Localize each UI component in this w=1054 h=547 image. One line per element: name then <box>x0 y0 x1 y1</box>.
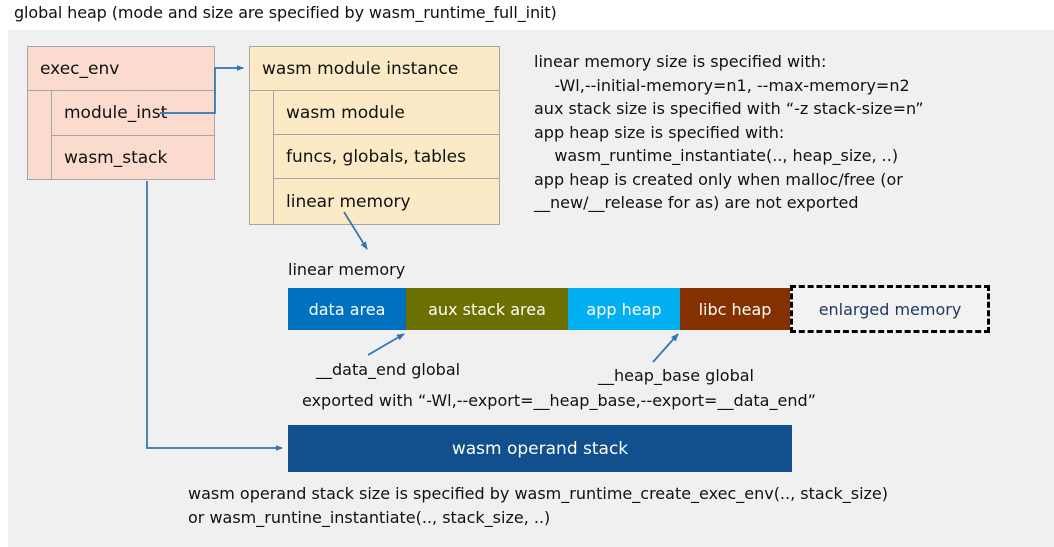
wasm-operand-stack-box: wasm operand stack <box>288 425 792 472</box>
module-instance-header: wasm module instance <box>249 46 500 91</box>
exec-env-row-module-inst: module_inst <box>51 90 215 136</box>
module-instance-row-wasm-module: wasm module <box>273 90 500 135</box>
memory-segment-data-area: data area <box>288 288 406 330</box>
export-note: exported with “-Wl,--export=__heap_base,… <box>302 391 816 410</box>
data-end-global-label: __data_end global <box>316 360 461 379</box>
page-title: global heap (mode and size are specified… <box>14 3 557 22</box>
heap-base-global-label: __heap_base global <box>598 366 754 385</box>
exec-env-row-wasm-stack: wasm_stack <box>51 135 215 180</box>
memory-segment-aux-stack-area: aux stack area <box>406 288 568 330</box>
module-instance-row-linear-memory: linear memory <box>273 178 500 225</box>
memory-segment-libc-heap: libc heap <box>680 288 790 330</box>
exec-env-header: exec_env <box>27 46 215 91</box>
module-instance-row-funcs-globals-tables: funcs, globals, tables <box>273 134 500 179</box>
operand-stack-note: wasm operand stack size is specified by … <box>188 484 889 527</box>
exec-env-indent-column <box>27 90 52 180</box>
linear-memory-bar-label: linear memory <box>288 260 406 279</box>
memory-segment-enlarged-memory: enlarged memory <box>790 285 990 333</box>
memory-spec-note: linear memory size is specified with: -W… <box>534 52 924 212</box>
memory-segment-app-heap: app heap <box>568 288 680 330</box>
module-instance-indent-column <box>249 90 274 225</box>
